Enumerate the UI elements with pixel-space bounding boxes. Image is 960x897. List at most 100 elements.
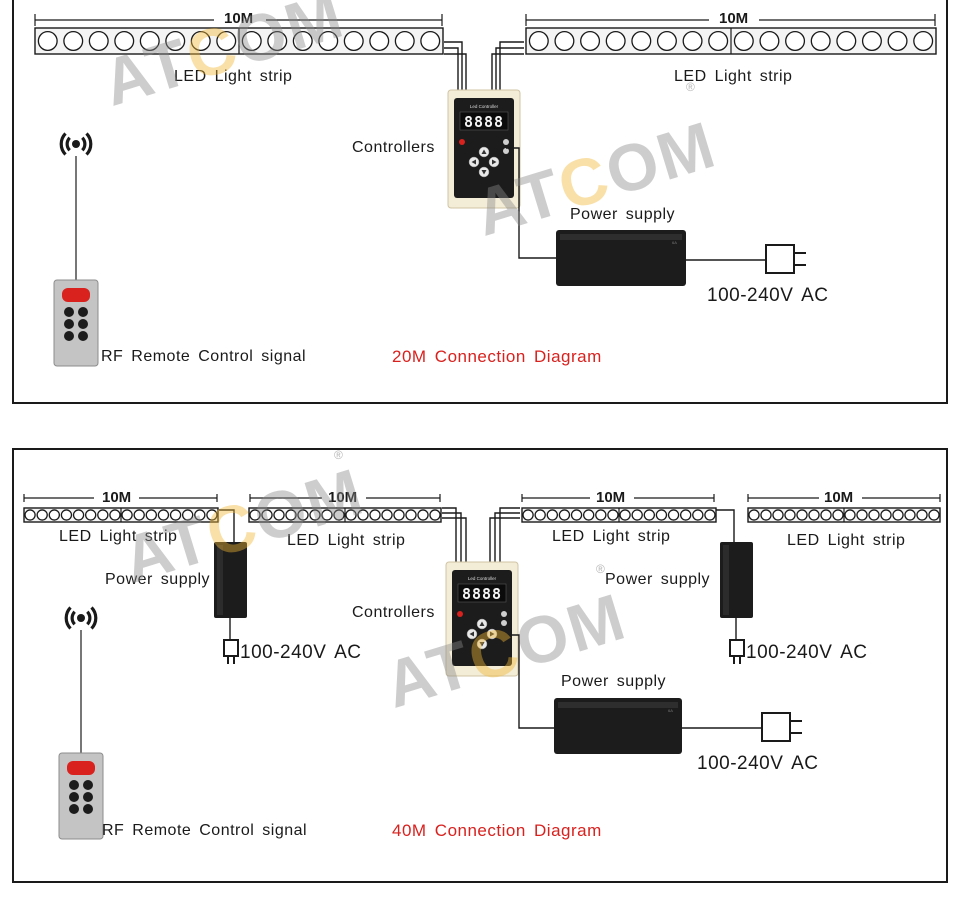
led-bead bbox=[394, 30, 415, 52]
led-bead bbox=[429, 509, 441, 521]
led-bead bbox=[682, 30, 703, 52]
led-bead bbox=[216, 30, 237, 52]
led-bead bbox=[522, 509, 534, 521]
rf-remote-label: RF Remote Control signal bbox=[101, 348, 307, 365]
remote-button bbox=[83, 804, 93, 814]
led-bead bbox=[297, 509, 309, 521]
controller-power-wire bbox=[504, 634, 554, 729]
led-bead bbox=[619, 509, 631, 521]
dimension-label: 10M bbox=[824, 489, 854, 506]
led-bead bbox=[417, 509, 429, 521]
led-bead bbox=[190, 30, 211, 52]
power-supply-unit bbox=[720, 542, 753, 618]
led-bead bbox=[796, 509, 808, 521]
led-bead bbox=[285, 509, 297, 521]
led-bead bbox=[36, 509, 48, 521]
led-bead bbox=[333, 509, 345, 521]
strip-wires bbox=[442, 507, 520, 565]
led-bead bbox=[72, 509, 85, 521]
led-bead bbox=[206, 509, 218, 521]
led-bead bbox=[820, 509, 832, 521]
led-bead bbox=[643, 509, 656, 521]
led-bead bbox=[607, 509, 619, 521]
led-strip-label: LED Light strip bbox=[674, 68, 793, 85]
svg-text:6A: 6A bbox=[672, 240, 677, 245]
dimension-label: 10M bbox=[596, 489, 626, 506]
led-bead bbox=[60, 509, 73, 521]
led-bead bbox=[748, 509, 760, 521]
power-button bbox=[459, 139, 465, 145]
dimension-label: 10M bbox=[719, 10, 749, 27]
led-bead bbox=[558, 509, 571, 521]
remote-button bbox=[69, 804, 79, 814]
led-bead bbox=[145, 509, 158, 521]
led-bead bbox=[916, 509, 928, 521]
led-bead bbox=[393, 509, 405, 521]
led-strip-label: LED Light strip bbox=[787, 532, 906, 549]
led-bead bbox=[267, 30, 288, 52]
power-supply-label: Power supply bbox=[570, 206, 676, 223]
led-bead bbox=[656, 30, 677, 52]
led-bead bbox=[784, 509, 796, 521]
led-bead bbox=[928, 509, 940, 521]
led-bead bbox=[273, 509, 285, 521]
remote-button bbox=[69, 780, 79, 790]
led-light-strip bbox=[23, 507, 219, 523]
led-bead bbox=[309, 509, 321, 521]
power-supply-unit bbox=[214, 542, 247, 618]
registered-mark: ® bbox=[686, 80, 695, 94]
led-bead bbox=[810, 30, 831, 52]
led-bead bbox=[97, 509, 109, 521]
ac-voltage-label: 100-240V AC bbox=[707, 285, 829, 306]
led-bead bbox=[528, 30, 549, 52]
led-bead bbox=[343, 30, 364, 52]
led-bead bbox=[655, 509, 668, 521]
led-bead bbox=[836, 30, 857, 52]
led-bead bbox=[759, 30, 780, 52]
ac-voltage-label: 100-240V AC bbox=[240, 642, 362, 663]
led-bead bbox=[121, 509, 133, 521]
remote-button bbox=[83, 780, 93, 790]
registered-mark: ® bbox=[334, 448, 343, 462]
led-bead bbox=[772, 509, 784, 521]
led-bead bbox=[88, 30, 109, 52]
ac-voltage-label: 100-240V AC bbox=[697, 753, 819, 774]
svg-text:6A: 6A bbox=[668, 708, 673, 713]
led-bead bbox=[844, 509, 856, 521]
led-bead bbox=[318, 30, 339, 52]
power-supply-label: Power supply bbox=[605, 571, 711, 588]
led-bead bbox=[692, 509, 704, 521]
led-bead bbox=[667, 509, 680, 521]
led-bead bbox=[808, 509, 820, 521]
power-supply-label: Power supply bbox=[561, 673, 667, 690]
ac-plug-icon bbox=[761, 712, 802, 742]
led-bead bbox=[595, 509, 607, 521]
led-bead bbox=[194, 509, 206, 521]
led-bead bbox=[292, 30, 313, 52]
controller-display: 8888 bbox=[464, 113, 504, 131]
remote-button bbox=[64, 307, 74, 317]
power-supply-unit: 6A bbox=[556, 230, 686, 286]
led-bead bbox=[249, 509, 261, 521]
remote-button bbox=[69, 792, 79, 802]
led-bead bbox=[114, 30, 135, 52]
remote-button bbox=[78, 307, 88, 317]
led-bead bbox=[868, 509, 880, 521]
led-bead bbox=[605, 30, 626, 52]
led-bead bbox=[169, 509, 182, 521]
led-strip-label: LED Light strip bbox=[174, 68, 293, 85]
controller-display: 8888 bbox=[462, 585, 502, 603]
led-bead bbox=[760, 509, 772, 521]
led-bead bbox=[733, 30, 754, 52]
led-bead bbox=[157, 509, 170, 521]
remote-button bbox=[64, 319, 74, 329]
led-bead bbox=[357, 509, 369, 521]
led-bead bbox=[109, 509, 121, 521]
rf-remote bbox=[58, 606, 104, 840]
controller-power-wire bbox=[506, 147, 556, 259]
led-bead bbox=[631, 509, 643, 521]
led-bead bbox=[546, 509, 559, 521]
